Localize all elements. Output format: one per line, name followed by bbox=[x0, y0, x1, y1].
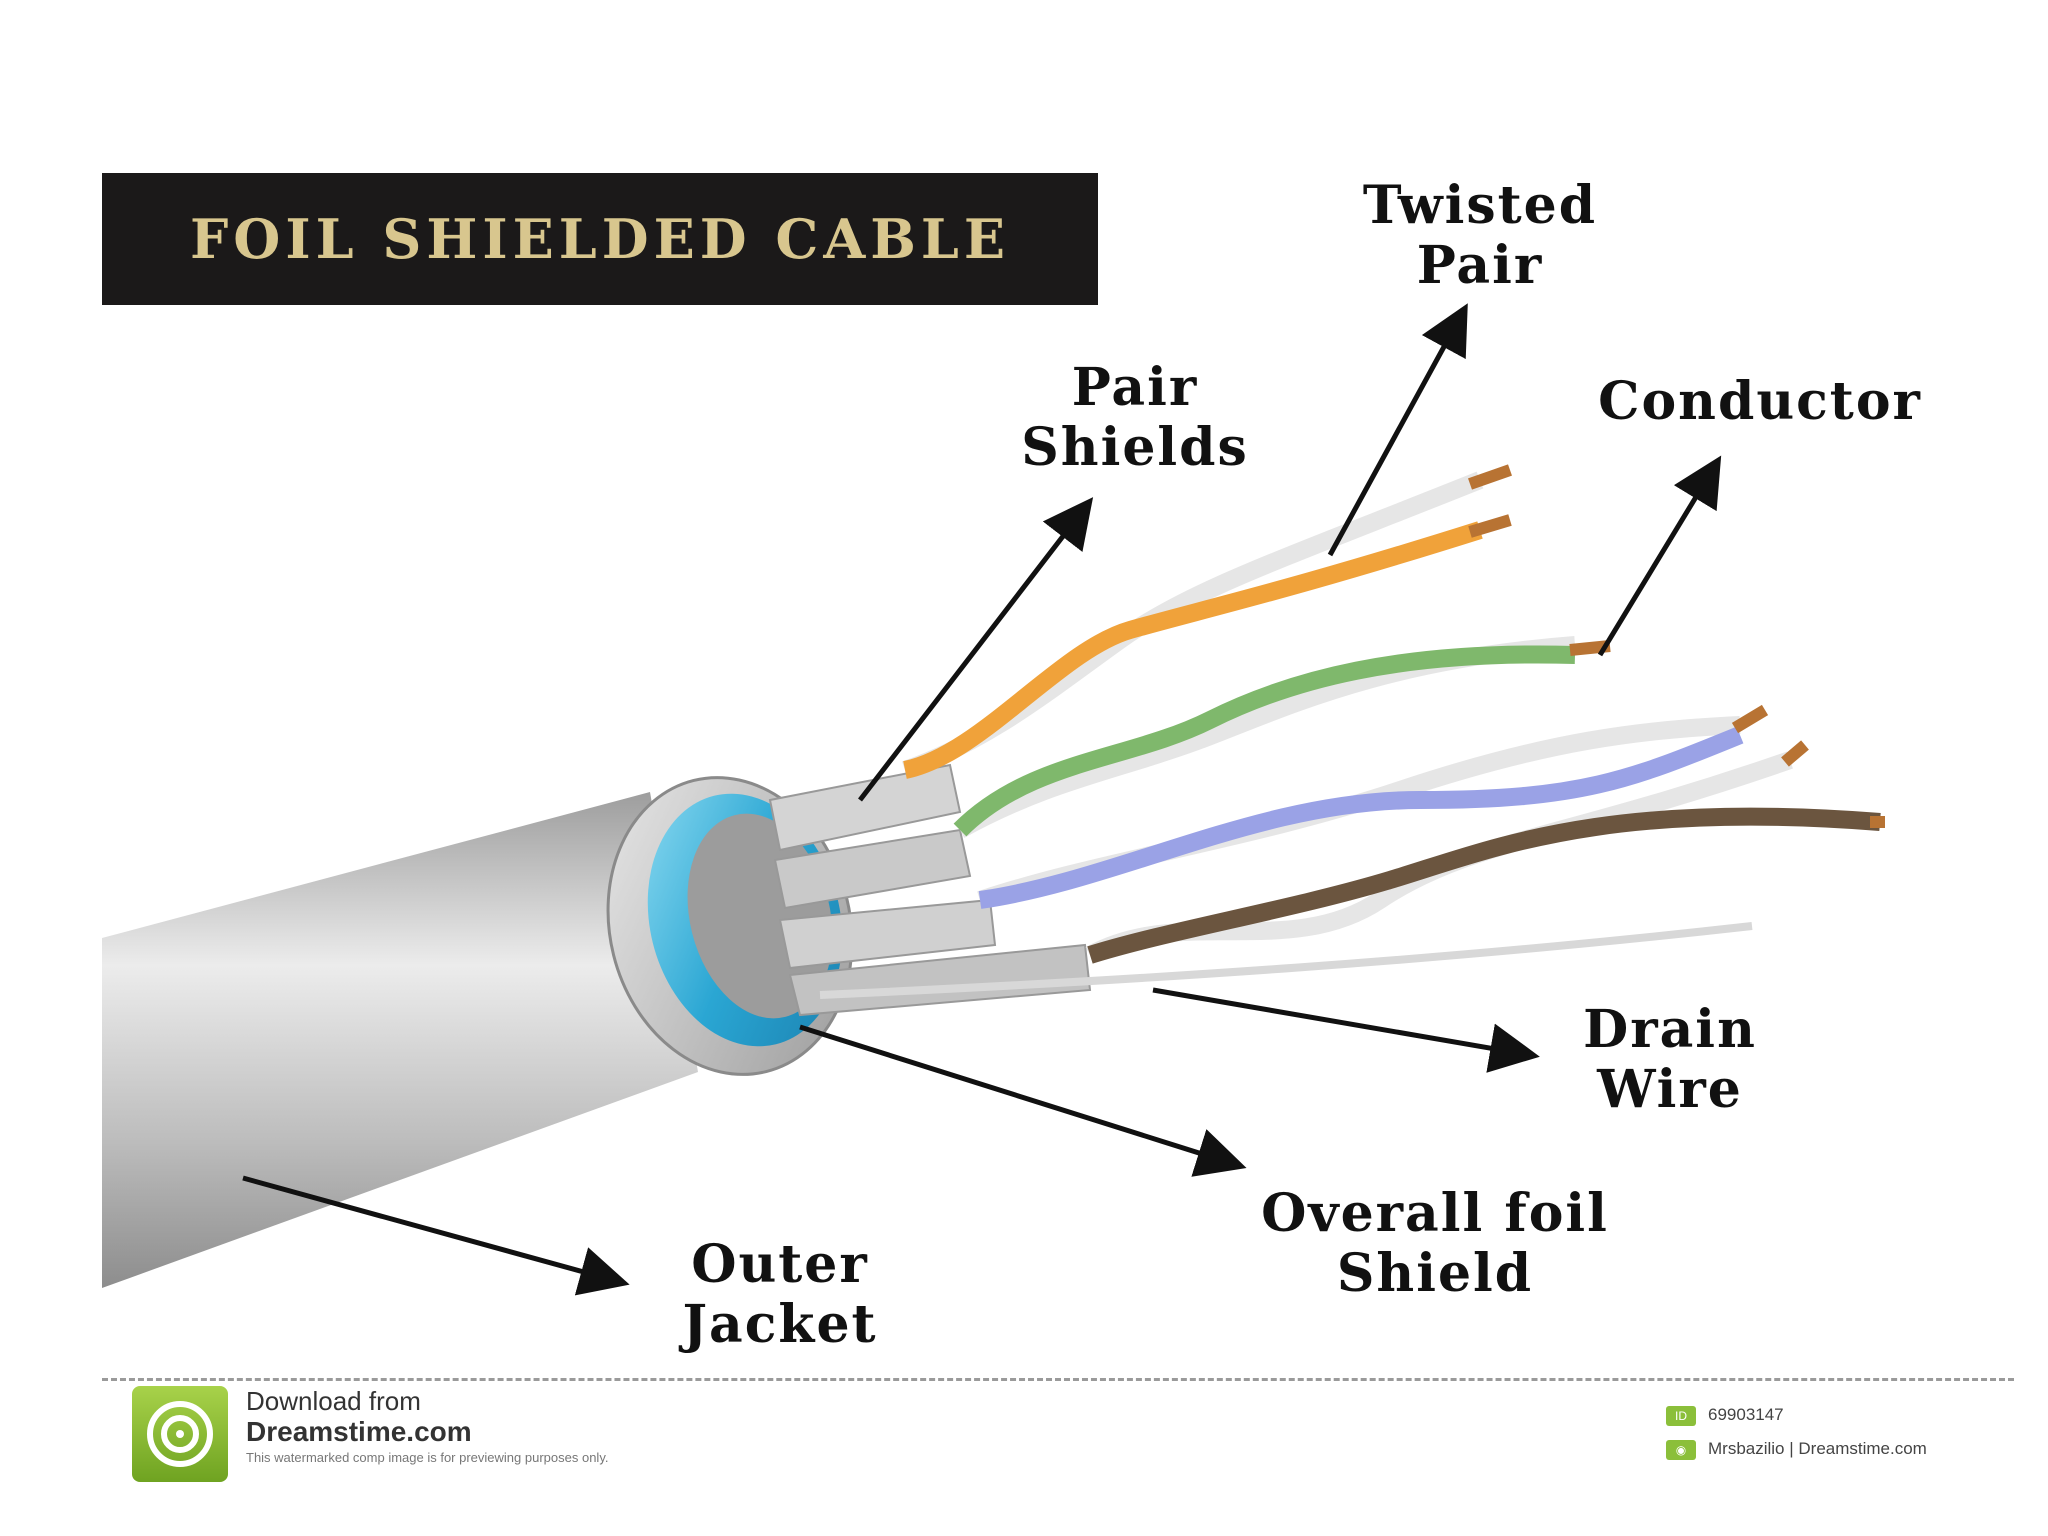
orange-pair-orange-wire bbox=[902, 521, 1483, 779]
conductor-tip bbox=[1731, 704, 1769, 734]
label-conductor-line1: Conductor bbox=[1598, 371, 1922, 432]
brown-pair-brown-wire bbox=[1087, 807, 1881, 964]
conductor-tip bbox=[1781, 740, 1809, 767]
label-pair-shields: Pair Shields bbox=[970, 358, 1300, 478]
label-drain-wire-line2: Wire bbox=[1597, 1059, 1743, 1120]
footer-divider bbox=[102, 1378, 2014, 1381]
label-twisted-pair-line1: Twisted bbox=[1362, 175, 1598, 236]
label-twisted-pair: Twisted Pair bbox=[1300, 176, 1660, 296]
label-overall-foil-shield: Overall foil Shield bbox=[1195, 1184, 1675, 1304]
pair-shields-arrow bbox=[858, 497, 1094, 802]
conductor-tip bbox=[1468, 514, 1512, 538]
drain-wire-arrow bbox=[1152, 987, 1540, 1073]
pair-shield-sleeve bbox=[768, 763, 962, 852]
label-overall-foil-shield-line2: Shield bbox=[1336, 1243, 1534, 1304]
label-twisted-pair-line2: Pair bbox=[1416, 235, 1544, 296]
pair-shield-sleeve bbox=[788, 943, 1092, 1017]
label-conductor: Conductor bbox=[1540, 372, 1980, 432]
label-drain-wire: Drain Wire bbox=[1530, 1000, 1810, 1120]
outer-jacket-arrow bbox=[242, 1175, 630, 1296]
image-id: 69903147 bbox=[1708, 1405, 1784, 1424]
twisted-pair-arrow bbox=[1327, 303, 1468, 557]
label-drain-wire-line1: Drain bbox=[1583, 999, 1757, 1060]
drain-wire-shape bbox=[819, 922, 1753, 999]
label-pair-shields-line2: Shields bbox=[1021, 417, 1249, 478]
outer-jacket-shape bbox=[102, 792, 698, 1288]
label-outer-jacket-line2: Jacket bbox=[682, 1294, 878, 1355]
label-outer-jacket-line1: Outer bbox=[691, 1234, 869, 1295]
overall-foil-arrow bbox=[799, 1024, 1247, 1177]
id-badge: ID bbox=[1666, 1406, 1696, 1426]
conductor-arrow bbox=[1597, 455, 1722, 657]
author-badge-icon: ◉ bbox=[1666, 1440, 1696, 1460]
label-overall-foil-shield-line1: Overall foil bbox=[1261, 1183, 1609, 1244]
pair-shield-sleeve bbox=[773, 828, 972, 910]
dreamstime-logo bbox=[132, 1386, 228, 1482]
pair-shield-sleeve bbox=[778, 898, 997, 970]
label-pair-shields-line1: Pair bbox=[1071, 357, 1199, 418]
blue-pair-blue-wire bbox=[978, 726, 1744, 909]
diagram-title: FOIL SHIELDED CABLE bbox=[189, 207, 1011, 271]
watermark-notice: This watermarked comp image is for previ… bbox=[246, 1450, 609, 1465]
green-pair-green-wire bbox=[953, 645, 1576, 837]
dreamstime-link[interactable]: Dreamstime.com bbox=[246, 1416, 472, 1447]
download-from-text: Download from bbox=[246, 1386, 421, 1416]
title-banner: FOIL SHIELDED CABLE bbox=[102, 173, 1098, 305]
conductor-tip bbox=[1468, 464, 1512, 490]
image-author: Mrsbazilio | Dreamstime.com bbox=[1708, 1439, 1927, 1458]
spiral-icon bbox=[147, 1401, 213, 1467]
label-outer-jacket: Outer Jacket bbox=[630, 1235, 930, 1355]
stock-footer: Download from Dreamstime.com This waterm… bbox=[0, 1378, 2048, 1536]
